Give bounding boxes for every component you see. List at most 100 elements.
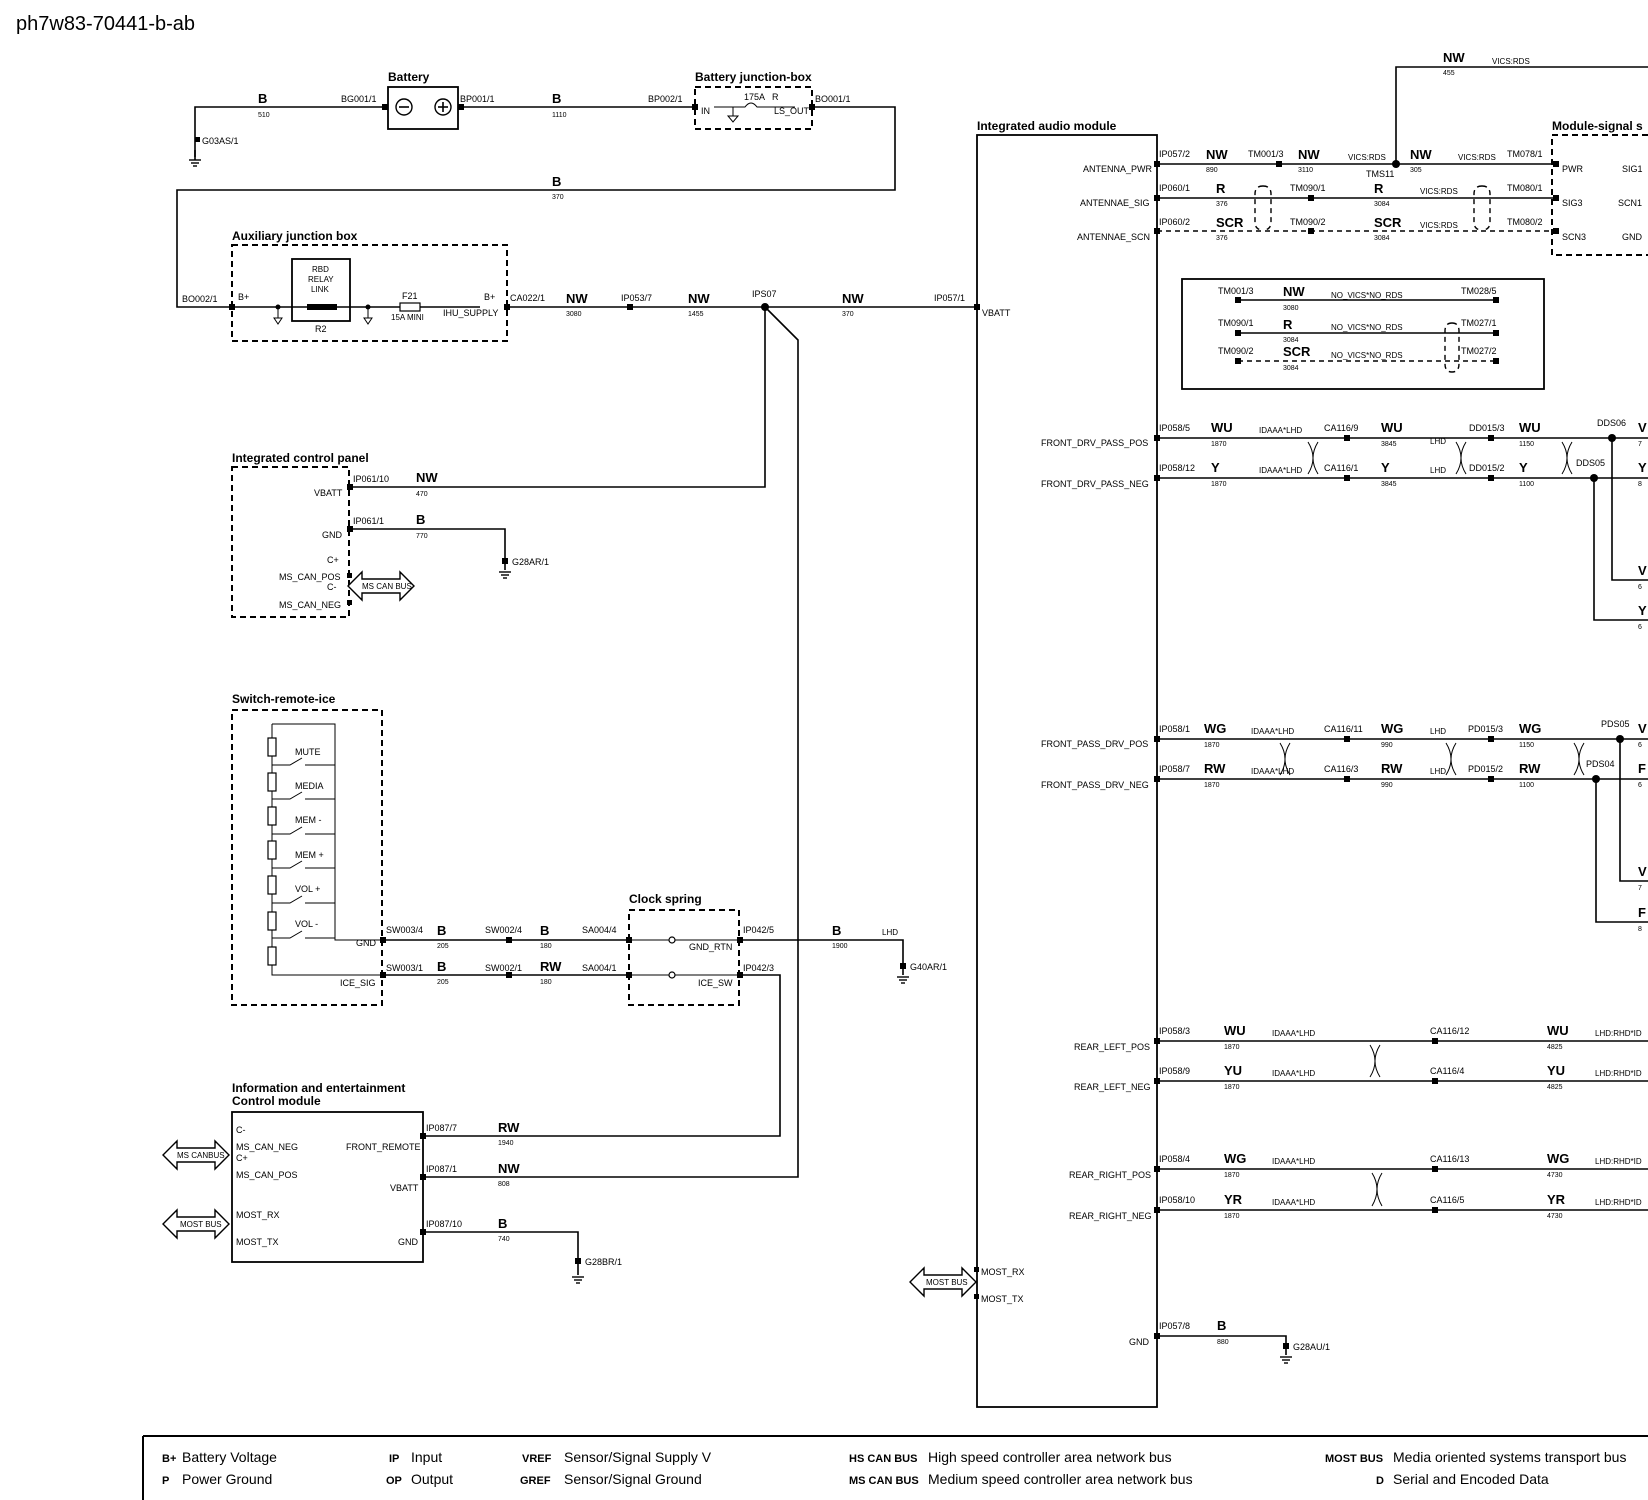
connector-label: DD015/3: [1469, 423, 1505, 433]
circuit-number: 1870: [1211, 481, 1227, 488]
wire-label: YR: [1224, 1192, 1243, 1207]
pin-label: MS_CAN_NEG: [279, 600, 341, 610]
integrated-control-panel: [231, 466, 350, 618]
battery-section: B 510 G03AS/1 Battery BG001/1 BP001/1 B …: [176, 70, 896, 308]
pin-label: GND: [1622, 232, 1643, 242]
wire-label: V: [1638, 721, 1647, 736]
legend-abbr: B+: [162, 1453, 176, 1465]
circuit-number: 305: [1410, 167, 1422, 174]
pin-label: IHU_SUPPLY: [443, 308, 498, 318]
antenna-section: NW 455 VICS:RDS IP057/2 NW 890 TM001/3 N…: [1154, 50, 1648, 256]
wire-label: NW: [688, 291, 710, 306]
option-note: LHD:RHD*ID: [1595, 1157, 1642, 1166]
ground-label: G28BR/1: [585, 1257, 622, 1267]
switch-label-vol-plus: VOL +: [295, 884, 320, 894]
relay-label: LINK: [311, 285, 329, 294]
connector-label: SW002/4: [485, 925, 522, 935]
connector-label: CA116/5: [1430, 1195, 1464, 1205]
connector-label: IP058/1: [1159, 724, 1190, 734]
connector-label: IP057/1: [934, 293, 965, 303]
circuit-number: 376: [1216, 201, 1228, 208]
pin-label: MS_CAN_POS: [236, 1170, 298, 1180]
circuit-number: 880: [1217, 1339, 1229, 1346]
connector-label: CA116/9: [1324, 423, 1358, 433]
pin-label: C-: [236, 1125, 246, 1135]
legend-text: Medium speed controller area network bus: [928, 1471, 1193, 1487]
wire-label: RW: [1519, 761, 1541, 776]
pin-label: REAR_RIGHT_POS: [1069, 1170, 1151, 1180]
auxiliary-junction-box: [231, 244, 508, 342]
switch-label-mem-plus: MEM +: [295, 850, 324, 860]
wire-label: Y: [1211, 460, 1220, 475]
pin-label: FRONT_PASS_DRV_POS: [1041, 739, 1148, 749]
legend-text: Input: [411, 1449, 442, 1465]
option-note: IDAAA*LHD: [1259, 466, 1302, 475]
connector-label: IP087/7: [426, 1123, 457, 1133]
circuit-number: 6: [1638, 742, 1642, 749]
circuit-number: 455: [1443, 70, 1455, 77]
pin-label: MOST_TX: [236, 1237, 279, 1247]
legend: B+ Battery Voltage P Power Ground IP Inp…: [142, 1435, 1648, 1500]
connector-label: PD015/2: [1468, 764, 1503, 774]
pin-label: C+: [236, 1153, 248, 1163]
wire-label: V: [1638, 864, 1647, 879]
connector-label: IP042/3: [743, 963, 774, 973]
wire-label: B: [258, 91, 267, 106]
wire-label: V: [1638, 563, 1647, 578]
battery-title: Battery: [388, 70, 430, 84]
legend-abbr: IP: [389, 1453, 399, 1465]
circuit-number: 1870: [1204, 742, 1220, 749]
connector-label: SA004/1: [582, 963, 617, 973]
option-note: IDAAA*LHD: [1259, 426, 1302, 435]
circuit-number: 3080: [566, 311, 582, 318]
icp-title: Integrated control panel: [232, 451, 369, 465]
circuit-number: 3845: [1381, 481, 1397, 488]
connector-label: IP058/4: [1159, 1154, 1190, 1164]
option-note: LHD: [1430, 727, 1446, 736]
bus-label: MS CAN BUS: [362, 582, 412, 591]
connector-label: TM090/2: [1218, 346, 1254, 356]
option-note: LHD: [882, 928, 898, 937]
circuit-number: 3084: [1283, 365, 1299, 372]
circuit-number: 890: [1206, 167, 1218, 174]
module-signal-title: Module-signal s: [1552, 119, 1643, 133]
connector-label: TM090/2: [1290, 217, 1326, 227]
connector-label: IP057/2: [1159, 149, 1190, 159]
circuit-number: 1110: [552, 112, 567, 119]
option-note: LHD:RHD*ID: [1595, 1029, 1642, 1038]
pin-label: LS_OUT: [774, 106, 810, 116]
circuit-number: 3084: [1374, 201, 1390, 208]
module-signal-box: [1551, 134, 1648, 256]
circuit-number: 1900: [832, 943, 848, 950]
option-note: IDAAA*LHD: [1251, 727, 1294, 736]
pin-label: MOST_RX: [236, 1210, 280, 1220]
legend-text: Media oriented systems transport bus: [1393, 1449, 1626, 1465]
circuit-number: 1100: [1519, 782, 1534, 789]
front-pass-drv-section: IP058/1 IP058/7 WG 1870 RW 1870 IDAAA*LH…: [1154, 719, 1648, 933]
circuit-number: 1870: [1211, 441, 1227, 448]
ground-label: G03AS/1: [202, 136, 239, 146]
pin-label: SCN3: [1562, 232, 1586, 242]
connector-label: SW003/4: [386, 925, 423, 935]
pin-label: REAR_LEFT_NEG: [1074, 1082, 1151, 1092]
wire-label: NW: [498, 1161, 520, 1176]
pin-label: GND: [356, 938, 377, 948]
wire-label: WU: [1519, 420, 1541, 435]
wire-label: NW: [566, 291, 588, 306]
connector-label: IP061/10: [353, 474, 389, 484]
legend-abbr: OP: [386, 1475, 402, 1487]
pin-label: MS_CAN_POS: [279, 572, 341, 582]
option-note: LHD: [1430, 767, 1446, 776]
circuit-number: 7: [1638, 441, 1642, 448]
circuit-number: 990: [1381, 782, 1393, 789]
splice-label: TMS11: [1366, 169, 1394, 179]
pin-label: ICE_SIG: [340, 978, 376, 988]
option-note: IDAAA*LHD: [1251, 767, 1294, 776]
wire-label: NW: [842, 291, 864, 306]
relay-symbol: [291, 258, 351, 322]
switch-label-media: MEDIA: [295, 781, 324, 791]
pin-label: FRONT_REMOTE: [346, 1142, 421, 1152]
pin-label: C-: [327, 582, 337, 592]
wire-label: WU: [1547, 1023, 1569, 1038]
splice-label: PDS04: [1586, 759, 1615, 769]
